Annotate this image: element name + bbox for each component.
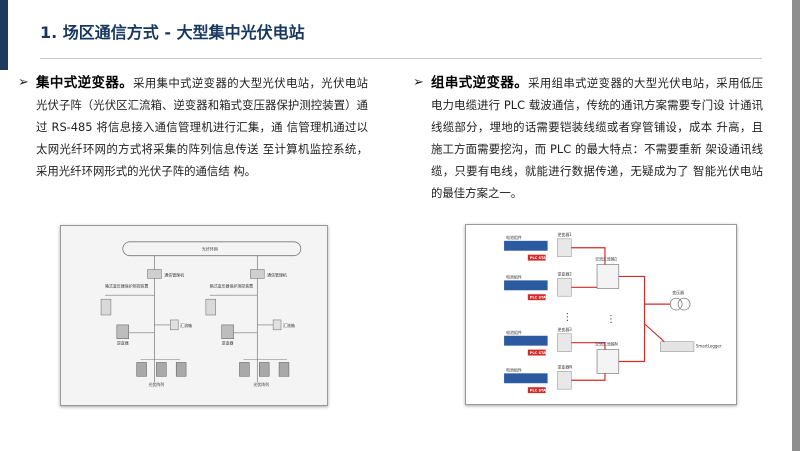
pv-panel-row: 电池组件	[504, 367, 548, 384]
ellipsis-icon: ⋮	[606, 314, 616, 325]
title-divider	[40, 58, 762, 59]
plc-cable	[618, 275, 671, 305]
protection-device-icon	[100, 298, 112, 316]
panel-label: 电池组件	[506, 367, 522, 372]
box-protection-label: 箱式变压器保护测控装置	[105, 283, 148, 288]
combiner-box-icon	[272, 319, 282, 331]
pv-array-icon	[239, 362, 250, 377]
pv-array-icon	[259, 362, 270, 377]
pv-panel-row: 电池组件	[504, 235, 548, 251]
pv-panel-icon	[504, 373, 548, 384]
ac-combiner-box-icon	[596, 264, 620, 289]
string-inverter-icon	[557, 238, 572, 257]
plc-tag	[527, 294, 546, 301]
ac-combiner-label: 交流汇流箱N	[595, 342, 618, 347]
comm-manager-label: 通信管理机	[164, 272, 184, 277]
inverter-icon	[116, 324, 129, 339]
plc-tag-label: PLC STA	[530, 351, 546, 355]
pv-panel-icon	[504, 280, 548, 291]
ac-combiner-label: 交流汇流箱1	[595, 257, 618, 262]
inverter-icon	[221, 324, 234, 339]
comm-manager-icon	[147, 269, 162, 279]
pv-array-icon	[278, 362, 290, 377]
centralized-inverter-diagram: 光纤环网 通信管理机 通信管理机 箱式变压器保护测控装置 箱式变压器保护测控装置…	[60, 225, 328, 406]
pv-array-icon	[175, 362, 187, 377]
arrow-bullet-icon: ➢	[413, 75, 424, 90]
right-paragraph: 组串式逆变器。采用组串式逆变器的大型光伏电站，采用低压电力电缆进行 PLC 载波…	[431, 72, 763, 204]
plc-tag	[527, 254, 546, 261]
inverter-label: 逆变器	[117, 341, 129, 346]
arrow-bullet-icon: ➢	[18, 75, 29, 90]
pv-panel-row: 电池组件	[504, 330, 548, 346]
fiber-ring-shape	[122, 241, 302, 257]
inverter-label: 逆变器2	[557, 271, 572, 276]
smartlogger-label: SmartLogger	[696, 344, 722, 349]
transformer-icon	[669, 297, 683, 311]
transformer-label: 变压器	[672, 290, 684, 295]
protection-device-icon	[205, 298, 217, 316]
inverter-label: 逆变器	[222, 341, 234, 346]
plc-cable	[618, 304, 646, 363]
plc-cable	[644, 323, 665, 343]
inverter-label: 逆变器N	[557, 364, 572, 369]
combiner-box-label: 汇流箱	[283, 323, 295, 328]
comm-manager-label: 通信管理机	[267, 272, 287, 277]
pv-array-label: 光伏阵列	[253, 382, 269, 387]
right-column: ➢ 组串式逆变器。采用组串式逆变器的大型光伏电站，采用低压电力电缆进行 PLC …	[413, 72, 763, 204]
plc-diagram-svg: 电池组件 电池组件 电池组件 电池组件 PLC STA PLC STA PLC …	[504, 232, 722, 394]
left-paragraph: 集中式逆变器。采用集中式逆变器的大型光伏电站，光伏电站光伏子阵（光伏区汇流箱、逆…	[36, 72, 368, 182]
fiber-ring-label: 光纤环网	[202, 247, 218, 252]
right-lead-text: 组串式逆变器。	[431, 75, 529, 91]
string-inverter-icon	[557, 371, 572, 390]
left-lead-text: 集中式逆变器。	[36, 75, 134, 91]
panel-label: 电池组件	[506, 330, 522, 335]
inverter-label: 逆变器1	[557, 232, 572, 237]
transformer-icon	[677, 297, 691, 311]
right-accent-bar	[792, 0, 800, 451]
pv-array-icon	[156, 362, 167, 377]
right-bullet-row: ➢ 组串式逆变器。采用组串式逆变器的大型光伏电站，采用低压电力电缆进行 PLC …	[413, 72, 763, 204]
panel-label: 电池组件	[506, 235, 522, 240]
string-inverter-plc-diagram: 电池组件 电池组件 电池组件 电池组件 PLC STA PLC STA PLC …	[465, 224, 737, 405]
centralized-diagram-svg: 光纤环网 通信管理机 通信管理机 箱式变压器保护测控装置 箱式变压器保护测控装置…	[100, 241, 302, 387]
left-body-text: 采用集中式逆变器的大型光伏电站，光伏电站光伏子阵（光伏区汇流箱、逆变器和箱式变压…	[36, 76, 368, 178]
panel-label: 电池组件	[506, 274, 522, 279]
plc-tag-label: PLC STA	[530, 296, 546, 300]
left-accent-bar	[0, 0, 8, 70]
smartlogger-icon	[660, 341, 695, 352]
left-bullet-row: ➢ 集中式逆变器。采用集中式逆变器的大型光伏电站，光伏电站光伏子阵（光伏区汇流箱…	[18, 72, 368, 182]
comm-manager-icon	[250, 269, 265, 279]
pv-panel-icon	[504, 335, 548, 346]
pv-array-icon	[136, 362, 147, 377]
pv-array-label: 光伏阵列	[149, 382, 165, 387]
left-column: ➢ 集中式逆变器。采用集中式逆变器的大型光伏电站，光伏电站光伏子阵（光伏区汇流箱…	[18, 72, 368, 182]
ellipsis-icon: ⋮	[562, 312, 572, 323]
slide-title: 1. 场区通信方式 - 大型集中光伏电站	[40, 23, 305, 42]
string-inverter-icon	[557, 278, 572, 297]
string-inverter-icon	[557, 333, 572, 352]
pv-panel-row: 电池组件	[504, 274, 548, 291]
ac-combiner-box-icon	[596, 349, 620, 374]
plc-tag-label: PLC STA	[530, 389, 546, 393]
box-protection-label: 箱式变压器保护测控装置	[210, 283, 253, 288]
pv-panel-icon	[504, 240, 548, 251]
inverter-label: 逆变器3	[557, 327, 572, 332]
combiner-box-icon	[170, 319, 179, 331]
right-body-text: 采用组串式逆变器的大型光伏电站，采用低压电力电缆进行 PLC 载波通信，传统的通…	[431, 76, 763, 200]
plc-tag-label: PLC STA	[530, 256, 546, 260]
plc-tag	[527, 387, 546, 394]
plc-tag	[527, 349, 546, 356]
combiner-box-label: 汇流箱	[180, 323, 192, 328]
